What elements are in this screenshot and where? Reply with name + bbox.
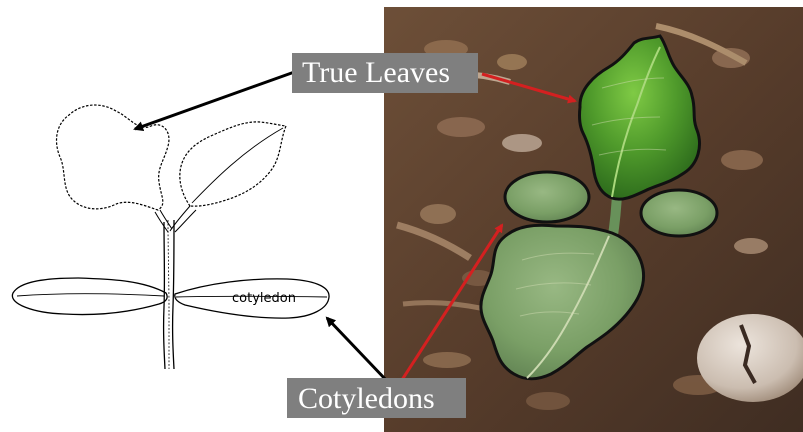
drawn-true-leaf-left — [57, 105, 169, 210]
cotyledons-black-arrow — [327, 318, 387, 381]
photo-cotyledon-left — [505, 172, 589, 222]
photo-cotyledon-right — [641, 190, 717, 236]
true-leaves-black-arrow — [135, 70, 300, 129]
drawn-stem-inner-line — [168, 220, 169, 369]
cotyledons-callout: Cotyledons — [287, 378, 466, 418]
seedling-line-drawing: cotyledon — [12, 105, 329, 369]
cotyledon-sketch-label: cotyledon — [232, 291, 296, 306]
drawn-true-leaf-right-midrib — [192, 128, 283, 203]
cotyledons-label: Cotyledons — [298, 382, 435, 415]
true-leaves-label: True Leaves — [302, 56, 450, 89]
drawn-left-cotyledon-vein — [17, 294, 164, 296]
true-leaves-callout: True Leaves — [292, 53, 478, 93]
drawn-left-cotyledon — [12, 278, 167, 315]
